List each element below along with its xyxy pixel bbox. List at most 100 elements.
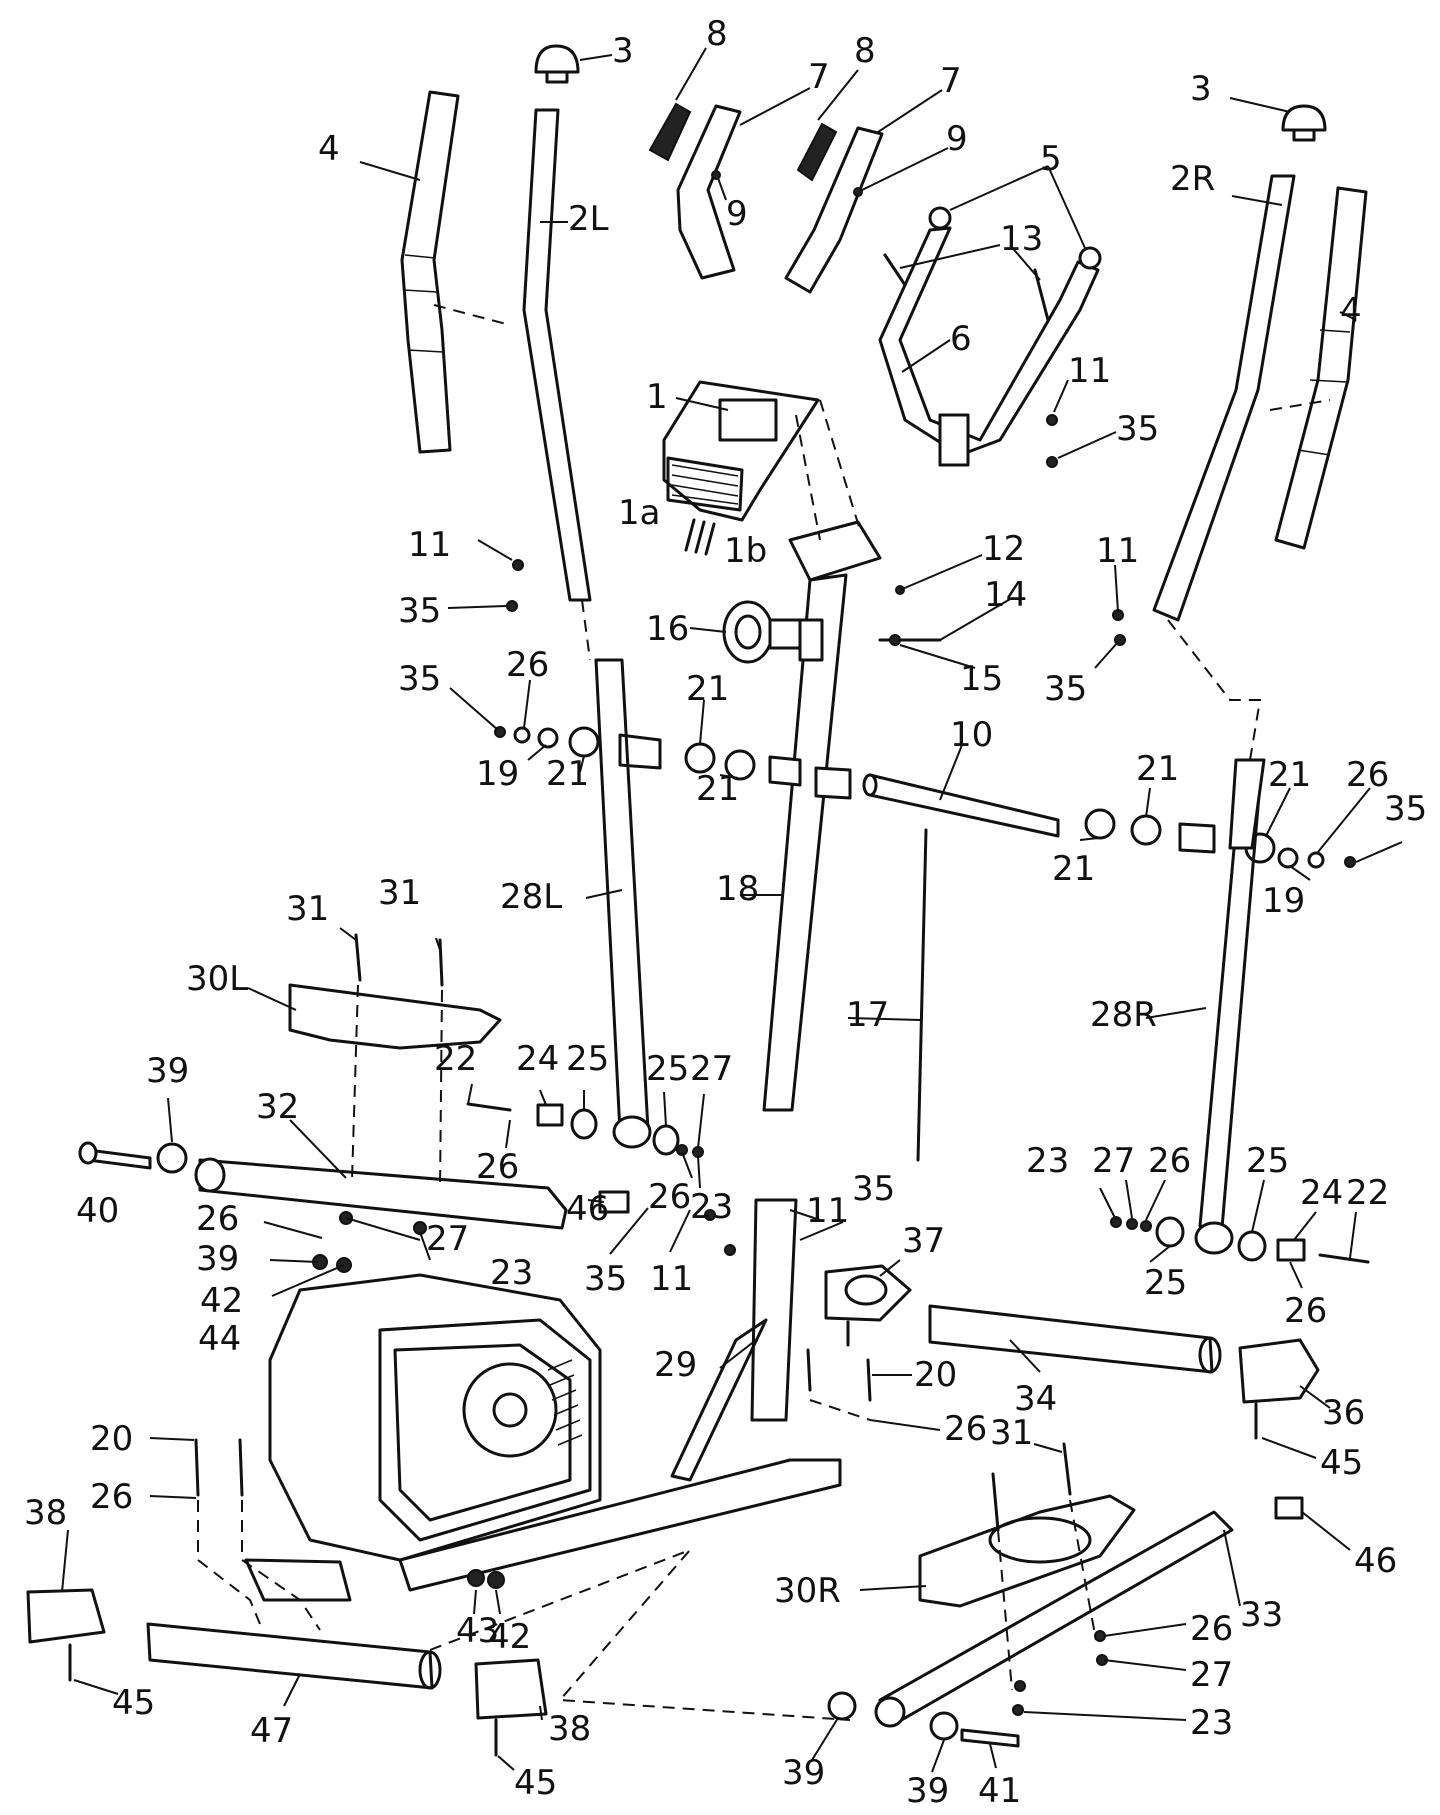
part-end-cap-36	[1238, 1338, 1320, 1404]
label-35-post: 35	[852, 1169, 895, 1209]
part-tension-knob-16	[722, 600, 824, 664]
label-35-axle-right: 35	[1384, 789, 1427, 829]
part-bolt-31-c	[991, 1472, 1000, 1532]
label-37: 37	[902, 1221, 945, 1261]
part-bolt-31-d	[1062, 1442, 1072, 1496]
label-26-axle-right: 26	[1346, 755, 1389, 795]
label-39-c: 39	[782, 1753, 825, 1793]
label-23-c: 23	[490, 1253, 533, 1293]
part-fixed-handlebar-6	[878, 226, 1100, 457]
label-26-link-right-b: 26	[1284, 1291, 1327, 1331]
label-26-link-right: 26	[1148, 1141, 1191, 1181]
label-38-a: 38	[24, 1493, 67, 1533]
part-axle-bolt-40-head	[78, 1141, 98, 1165]
label-13: 13	[1000, 219, 1043, 259]
part-pivot-28L	[612, 1115, 652, 1149]
part-foam-grip-left	[400, 90, 460, 454]
label-10: 10	[950, 715, 993, 755]
label-25-b: 25	[646, 1049, 689, 1089]
label-11-left: 11	[408, 525, 451, 565]
label-39-a: 39	[146, 1051, 189, 1091]
part-pivot-tubes	[618, 733, 1216, 854]
label-11-post-b: 11	[650, 1259, 693, 1299]
part-tension-cable-17	[916, 828, 928, 1162]
label-23-a: 23	[690, 1187, 733, 1227]
part-cap-5-right	[1078, 246, 1102, 270]
label-31-b: 31	[378, 873, 421, 913]
label-28L: 28L	[500, 877, 562, 917]
label-45-a: 45	[1320, 1443, 1363, 1483]
label-21-f: 21	[1052, 849, 1095, 889]
label-25-d: 25	[1144, 1263, 1187, 1303]
part-front-stabilizer-47	[146, 1622, 434, 1690]
part-bushing-39-a	[156, 1142, 188, 1174]
part-bolts-20	[194, 1348, 872, 1497]
label-22-b: 22	[1346, 1173, 1389, 1213]
callout-labels: 3 4 2L 8 7 9 8 7 9 3 2R 5 13 4 6 1 11 35…	[24, 14, 1427, 1811]
label-5: 5	[1040, 139, 1062, 179]
label-26-arm-right: 26	[1190, 1609, 1233, 1649]
part-bolt-22-b	[1318, 1253, 1370, 1264]
label-1: 1	[646, 377, 668, 417]
label-24-a: 24	[516, 1039, 559, 1079]
part-spacer-24-b	[1276, 1238, 1306, 1262]
label-31-a: 31	[286, 889, 329, 929]
part-cap-5-left	[928, 206, 952, 230]
part-nuts-washers	[312, 1144, 1152, 1716]
label-47: 47	[250, 1711, 293, 1751]
label-35-left: 35	[398, 591, 441, 631]
part-rear-stabilizer-end	[1198, 1336, 1222, 1374]
label-7-right: 7	[940, 61, 962, 101]
label-11-top: 11	[1068, 351, 1111, 391]
label-31-c: 31	[990, 1413, 1033, 1453]
part-bolt-22-a	[466, 1102, 512, 1112]
label-7-left: 7	[808, 57, 830, 97]
part-nut-15	[889, 634, 901, 646]
part-console-1	[662, 380, 820, 522]
label-46-a: 46	[566, 1189, 609, 1229]
label-4-right: 4	[1340, 291, 1362, 331]
label-26-arm-left: 26	[196, 1199, 239, 1239]
label-28R: 28R	[1090, 995, 1157, 1035]
part-end-cap-37	[824, 1264, 912, 1322]
part-pulse-grip-7-right	[784, 126, 884, 294]
part-front-stabilizer-end	[418, 1650, 442, 1690]
label-41: 41	[978, 1771, 1021, 1811]
label-11-post: 11	[806, 1191, 849, 1231]
part-end-cap-right	[1281, 104, 1327, 142]
part-sensor-8-right	[796, 122, 838, 182]
label-2R: 2R	[1170, 159, 1215, 199]
part-wire-13-right	[1033, 268, 1050, 322]
label-29: 29	[654, 1345, 697, 1385]
part-pulse-grip-7-left	[676, 104, 742, 280]
label-1b: 1b	[724, 531, 767, 571]
label-22-a: 22	[434, 1039, 477, 1079]
part-handlebar-2R	[1152, 174, 1296, 622]
label-40: 40	[76, 1191, 119, 1231]
part-post-brace	[670, 1318, 768, 1482]
part-bolt-31-b	[438, 938, 444, 987]
label-35-right: 35	[1044, 669, 1087, 709]
label-1a: 1a	[618, 493, 660, 533]
part-end-cap-37-hole	[844, 1274, 888, 1306]
label-26-link-left-b: 26	[648, 1177, 691, 1217]
label-26-link-left: 26	[476, 1147, 519, 1187]
label-43: 43	[456, 1611, 499, 1651]
part-bearing-25-d	[1237, 1230, 1267, 1262]
part-frame-base	[244, 1558, 352, 1602]
label-32: 32	[256, 1087, 299, 1127]
label-27-a: 27	[690, 1049, 733, 1089]
label-27-b: 27	[1092, 1141, 1135, 1181]
label-33: 33	[1240, 1595, 1283, 1635]
part-main-mast-18	[762, 573, 848, 1112]
label-21-e: 21	[1268, 755, 1311, 795]
label-42-b: 42	[488, 1617, 531, 1657]
label-21-a: 21	[686, 669, 729, 709]
part-main-frame	[398, 1458, 842, 1592]
label-26-stab: 26	[944, 1409, 987, 1449]
part-foam-grip-right	[1274, 186, 1368, 550]
label-19-left: 19	[476, 754, 519, 794]
label-8-left: 8	[706, 14, 728, 54]
part-axle-10	[862, 773, 1060, 838]
